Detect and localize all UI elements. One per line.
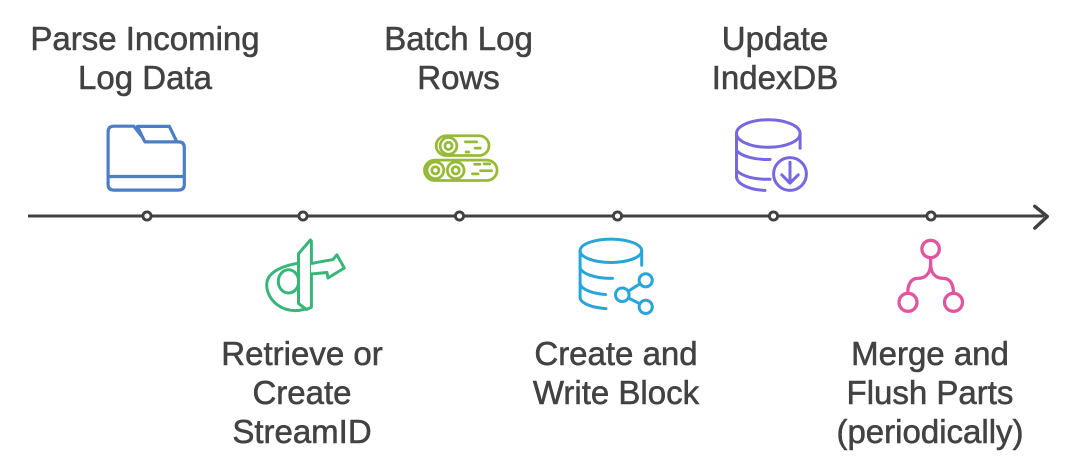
svg-text:Batch Log: Batch Log: [384, 20, 533, 57]
svg-text:Update: Update: [722, 20, 828, 57]
svg-text:Rows: Rows: [417, 59, 500, 96]
svg-text:Merge and: Merge and: [851, 335, 1009, 372]
svg-text:Write Block: Write Block: [533, 374, 700, 411]
svg-text:(periodically): (periodically): [836, 413, 1023, 450]
svg-text:StreamID: StreamID: [232, 413, 371, 450]
svg-text:Create and: Create and: [534, 335, 697, 372]
svg-text:Create: Create: [252, 374, 351, 411]
svg-text:Retrieve or: Retrieve or: [221, 335, 382, 372]
svg-text:Log Data: Log Data: [78, 59, 213, 96]
svg-text:Parse Incoming: Parse Incoming: [30, 20, 259, 57]
svg-text:IndexDB: IndexDB: [712, 59, 839, 96]
svg-text:Flush Parts: Flush Parts: [847, 374, 1014, 411]
